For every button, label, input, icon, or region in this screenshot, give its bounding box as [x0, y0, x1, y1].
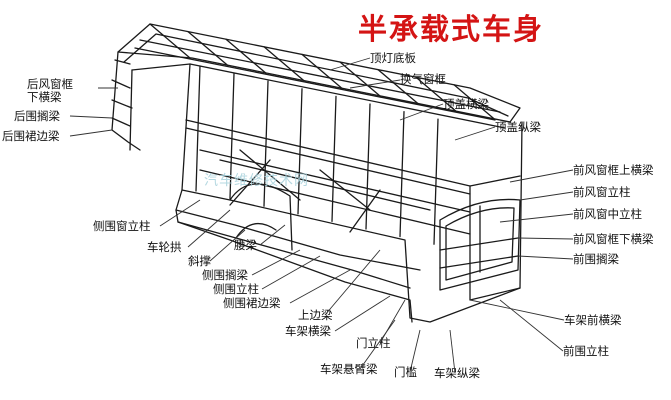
- side-pillar-line: [195, 65, 201, 192]
- label-front-window-mid-pillar: 前风窗中立柱: [573, 207, 642, 221]
- label-door-pillar: 门立柱: [356, 336, 391, 350]
- diagram-title: 半承载式车身: [358, 12, 545, 46]
- label-side-shelf-beam: 侧围搁梁: [202, 268, 248, 282]
- label-roof-light-floor: 顶灯底板: [370, 51, 416, 65]
- roof-cross-beam-line: [263, 46, 305, 82]
- label-vent-window-frame: 换气窗框: [400, 72, 446, 86]
- label-front-window-lower-beam: 前风窗框下横梁: [573, 232, 654, 246]
- label-frame-long-beam: 车架纵梁: [434, 366, 480, 380]
- label-side-window-pillar: 侧围窗立柱: [93, 219, 151, 233]
- label-frame-cantilever-beam: 车架悬臂梁: [320, 362, 378, 376]
- label-roof-long-beam: 顶盖纵梁: [495, 120, 541, 134]
- roof-cross-beam-line: [225, 38, 267, 74]
- label-side-pillar: 侧围立柱: [213, 282, 259, 296]
- label-front-window-upper-beam: 前风窗框上横梁: [573, 163, 654, 177]
- label-front-shelf-beam: 前围搁梁: [573, 252, 619, 266]
- label-roof-cross-beam: 顶盖横梁: [443, 97, 489, 111]
- roof-cross-beam-line: [149, 23, 191, 59]
- label-rear-shelf-beam: 后围搁梁: [14, 109, 60, 123]
- roof-cross-beam-line: [415, 76, 457, 112]
- roof-cross-beam-line: [453, 84, 495, 120]
- label-rear-window-lower-beam: 后风窗框 下横梁: [27, 77, 73, 104]
- label-front-pillar: 前围立柱: [563, 344, 609, 358]
- label-rear-skirt-beam: 后围裙边梁: [2, 129, 60, 143]
- label-front-window-pillar: 前风窗立柱: [573, 185, 631, 199]
- side-pillar-line: [433, 118, 439, 245]
- label-frame-cross-beam: 车架横梁: [285, 324, 331, 338]
- label-frame-front-cross-beam: 车架前横梁: [564, 313, 622, 327]
- label-door-sill: 门槛: [394, 365, 417, 379]
- side-pillar-line: [399, 110, 405, 238]
- label-wheel-arch: 车轮拱: [147, 240, 182, 254]
- roof-cross-beam-line: [301, 53, 343, 90]
- label-side-skirt-beam: 侧围裙边梁: [223, 296, 281, 310]
- side-pillar-line: [331, 95, 337, 223]
- watermark-text: 汽车维修技术网: [204, 173, 309, 189]
- label-waist-beam: 腰梁: [234, 238, 257, 252]
- side-pillar-line: [297, 88, 303, 215]
- roof-cross-beam-line: [187, 30, 229, 67]
- label-upper-side-beam: 上边梁: [298, 308, 333, 322]
- label-diagonal-brace: 斜撑: [188, 254, 211, 268]
